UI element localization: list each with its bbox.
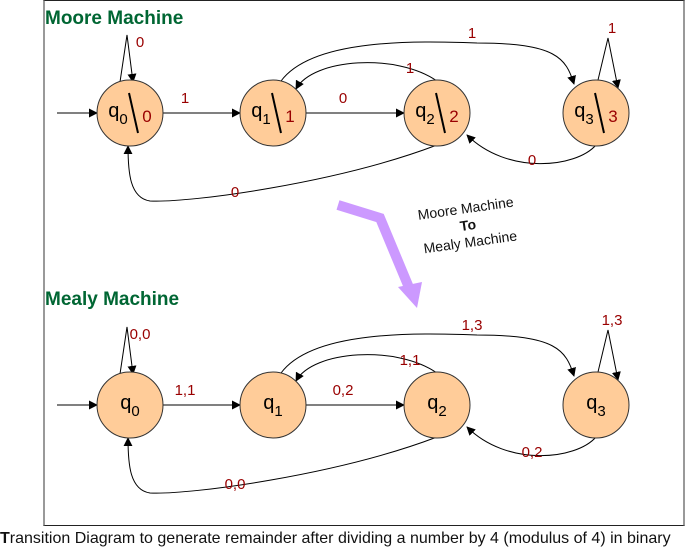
moore-title: Moore Machine <box>45 8 184 29</box>
state-output: 0 <box>142 107 151 126</box>
moore-label-q3-q3: 1 <box>608 20 616 37</box>
state-circle <box>562 371 630 439</box>
mealy-label-q3-q3: 1,3 <box>602 312 623 329</box>
state-circle <box>403 79 471 147</box>
state-divider <box>271 92 282 134</box>
state-subscript: 1 <box>274 403 282 420</box>
moore-edge-q2-q1 <box>295 62 438 90</box>
caption-text: ransition Diagram to generate remainder … <box>9 530 671 547</box>
moore-edge-q2-q0 <box>123 144 438 202</box>
mealy-title: Mealy Machine <box>45 289 180 310</box>
state-subscript: 3 <box>585 111 593 128</box>
state-output: 3 <box>608 107 617 126</box>
state-subscript: 1 <box>262 111 270 128</box>
mealy-machine: 0,0 1,1 0,2 1,1 1,3 1,3 0,2 0,0 q0 q1 q2 q3 <box>57 312 630 494</box>
mealy-loop-q0 <box>119 326 137 375</box>
mealy-label-q0-q1: 1,1 <box>175 382 196 399</box>
conversion-arrow <box>336 200 415 292</box>
moore-loop-q3 <box>597 37 621 89</box>
mealy-label-q2-q1: 1,1 <box>400 352 421 369</box>
state-divider <box>594 92 605 134</box>
mealy-state-q3: q3 <box>562 371 630 439</box>
moore-label-q1-q3: 1 <box>468 25 476 42</box>
mealy-edge-q2-q0 <box>123 436 438 494</box>
moore-label-q2-q0: 0 <box>231 184 239 201</box>
state-circle <box>96 371 164 439</box>
state-output: 1 <box>285 107 294 126</box>
mealy-state-q2: q2 <box>403 371 471 439</box>
mealy-label-q1-q3: 1,3 <box>462 317 483 334</box>
moore-label-q3-q2: 0 <box>528 152 536 169</box>
mealy-edge-q2-q1 <box>295 354 438 382</box>
mealy-label-q3-q2: 0,2 <box>522 444 543 461</box>
state-divider <box>435 92 446 134</box>
mealy-label-q1-q2: 0,2 <box>333 382 354 399</box>
state-divider <box>128 92 139 134</box>
mealy-loop-q3 <box>597 329 621 381</box>
figure-caption: Transition Diagram to generate remainder… <box>0 530 700 548</box>
state-subscript: 0 <box>131 403 139 420</box>
mealy-edge-q1-q3 <box>280 333 576 377</box>
state-circle <box>96 79 164 147</box>
moore-label-q0-q0: 0 <box>136 34 144 51</box>
moore-label-q2-q1: 1 <box>406 60 414 77</box>
state-circle <box>562 79 630 147</box>
caption-first-letter: T <box>0 530 10 547</box>
mealy-label-q2-q0: 0,0 <box>225 476 246 493</box>
mealy-edge-q3-q2 <box>466 426 597 457</box>
state-subscript: 3 <box>597 403 605 420</box>
mealy-state-q1: q1 <box>239 371 307 439</box>
mealy-state-q0: q0 <box>96 371 164 439</box>
state-subscript: 2 <box>438 403 446 420</box>
state-subscript: 0 <box>119 111 127 128</box>
moore-edge-q3-q2 <box>466 134 597 165</box>
state-circle <box>239 79 307 147</box>
state-circle <box>403 371 471 439</box>
mealy-label-q0-q0: 0,0 <box>130 326 151 343</box>
moore-loop-q0 <box>119 34 137 83</box>
state-subscript: 2 <box>426 111 434 128</box>
state-circle <box>239 371 307 439</box>
diagram-frame <box>43 0 685 526</box>
state-output: 2 <box>449 107 458 126</box>
moore-label-q0-q1: 1 <box>181 90 189 107</box>
moore-label-q1-q2: 0 <box>339 90 347 107</box>
moore-edge-q1-q3 <box>280 41 576 85</box>
conversion-arrowhead <box>398 282 422 308</box>
